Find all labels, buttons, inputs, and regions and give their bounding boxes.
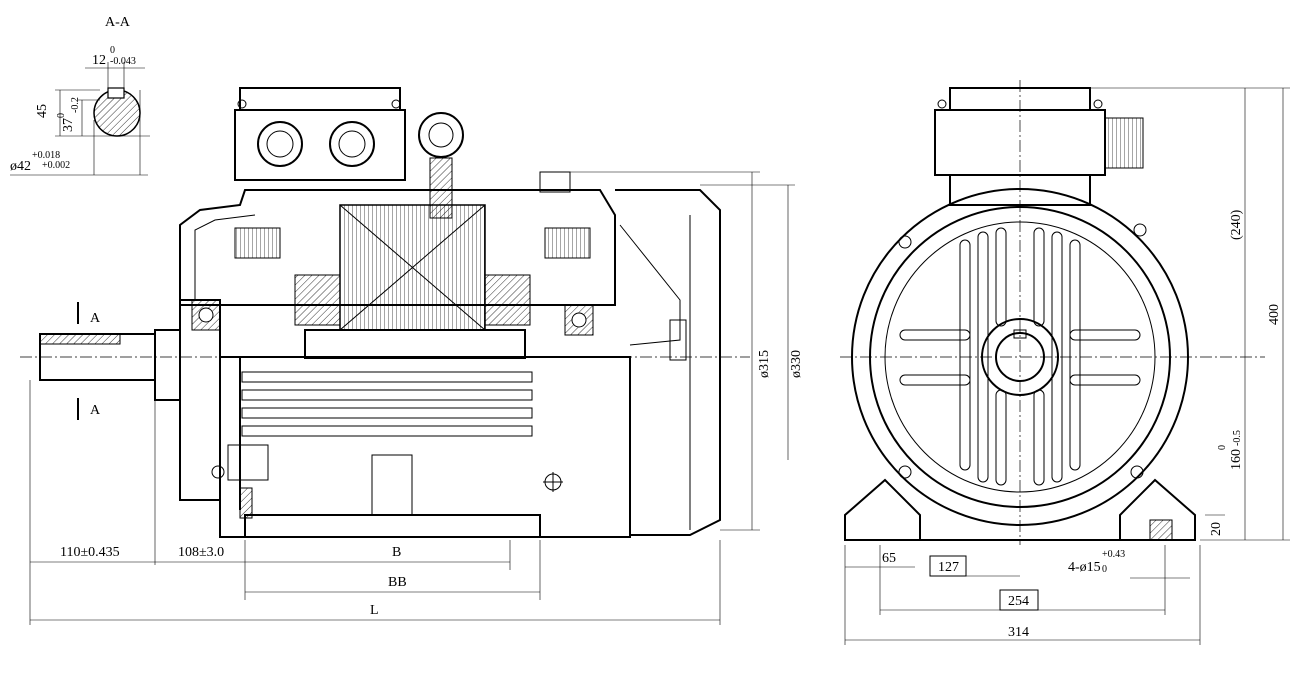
svg-text:0: 0 [1102, 564, 1107, 575]
side-view: A A [20, 87, 804, 625]
dim-400: 400 [1267, 304, 1282, 325]
fan-cowl [615, 189, 721, 536]
mounting-feet [244, 514, 541, 538]
key-slot [107, 87, 125, 99]
dim-flange: 108±3.0 [178, 545, 224, 560]
terminal-clamp [227, 444, 269, 481]
dim-l: L [370, 603, 379, 618]
diameter-label: ø42 [10, 159, 31, 174]
svg-text:+0.002: +0.002 [42, 160, 70, 171]
dim-bb: BB [388, 575, 407, 590]
gland-2 [329, 121, 375, 167]
winding-right [544, 227, 591, 259]
dim-d330: ø330 [789, 350, 804, 378]
winding-left [234, 227, 281, 259]
svg-text:0: 0 [1217, 445, 1228, 450]
key-width-label: 12 [92, 53, 106, 68]
end-shield [179, 189, 616, 306]
section-mark-top: A [90, 311, 101, 326]
dim-20: 20 [1209, 522, 1224, 536]
dim-160: 160 [1229, 449, 1244, 470]
dim-254: 254 [1008, 594, 1029, 609]
shaft-end-boss [981, 318, 1059, 396]
dim-127: 127 [938, 560, 959, 575]
shaft-key [39, 333, 121, 345]
fan-cowl-ring [884, 221, 1156, 493]
dim-240: (240) [1229, 209, 1244, 240]
section-mark-bottom: A [90, 403, 101, 418]
bolt-tl [898, 235, 912, 249]
svg-text:-0.043: -0.043 [110, 56, 136, 67]
svg-text:0: 0 [110, 45, 115, 56]
bolt-bl [898, 465, 912, 479]
dim-holes: 4-ø15 [1068, 560, 1101, 575]
svg-text:+0.018: +0.018 [32, 150, 60, 161]
svg-text:-0.2: -0.2 [70, 97, 81, 113]
lifting-eye [418, 112, 464, 158]
svg-text:0: 0 [56, 113, 67, 118]
cooling-fin [241, 371, 533, 383]
fan-grill [899, 227, 1141, 486]
bolt-br [1130, 465, 1144, 479]
svg-text:-0.5: -0.5 [1232, 430, 1243, 446]
bolt-tr [1133, 223, 1147, 237]
height-45-label: 45 [35, 104, 50, 118]
section-title: A-A [105, 15, 131, 30]
dim-b: B [392, 545, 401, 560]
gland-1 [257, 121, 303, 167]
front-view: (240) 400 160 0 -0.5 20 65 127 4-ø15 +0.… [840, 80, 1290, 645]
terminal-box [234, 109, 406, 181]
cable-gland [1104, 117, 1144, 169]
frame-body [219, 356, 631, 538]
rotor-shaft [304, 329, 526, 359]
dim-d315: ø315 [757, 350, 772, 378]
dim-65: 65 [882, 551, 896, 566]
section-a-a: A-A 12 0 -0.043 45 37 0 -0.2 ø42 +0.018 … [10, 15, 150, 176]
foot-left [844, 478, 921, 541]
svg-text:+0.43: +0.43 [1102, 549, 1125, 560]
shaft-end [995, 332, 1045, 382]
height-37-label: 37 [61, 118, 76, 132]
frame-outer [851, 188, 1189, 526]
dim-shaft-length: 110±0.435 [60, 545, 120, 560]
terminal-box-lid [239, 87, 401, 111]
dim-314: 314 [1008, 625, 1029, 640]
